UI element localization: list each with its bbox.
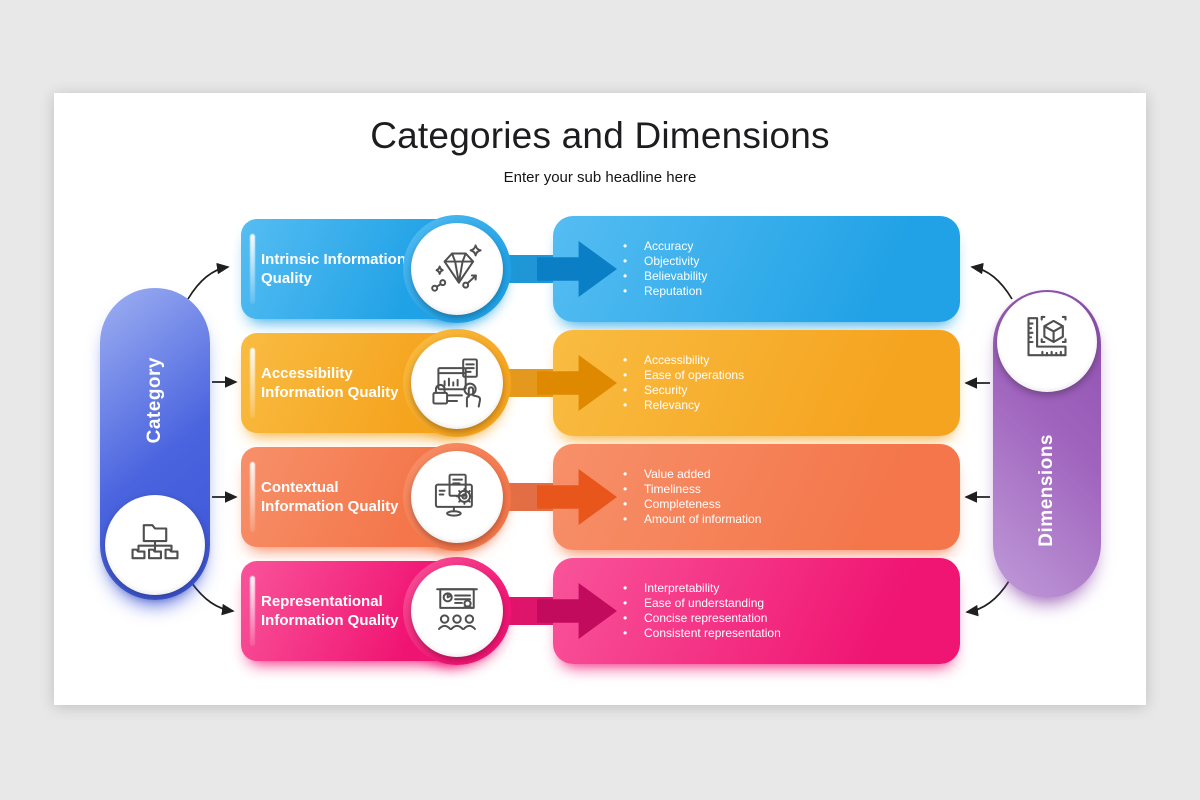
block-arrow-icon — [537, 241, 617, 297]
monitor-gear-icon — [411, 451, 503, 543]
row-contextual: Contextual Information Quality Value add… — [54, 443, 1146, 551]
row-accessibility: Accessibility Information Quality Access… — [54, 329, 1146, 437]
secure-access-icon — [411, 337, 503, 429]
presentation-audience-icon — [411, 565, 503, 657]
block-arrow-icon — [537, 469, 617, 525]
category-label: Representational — [261, 593, 383, 610]
row-representational: Representational Information Quality Int… — [54, 557, 1146, 665]
slide-canvas: Categories and Dimensions Enter your sub… — [54, 93, 1146, 705]
list-item: Relevancy — [623, 398, 744, 413]
list-item: Security — [623, 383, 744, 398]
list-item: Accessibility — [623, 353, 744, 368]
category-label: Accessibility — [261, 365, 353, 382]
bullet-list: Accuracy Objectivity Believability Reput… — [623, 239, 707, 299]
category-side-pill: Category — [100, 288, 210, 600]
category-label-line2: Information Quality — [261, 384, 399, 401]
list-item: Completeness — [623, 497, 761, 512]
category-label-line2: Quality — [261, 270, 312, 287]
list-item: Value added — [623, 467, 761, 482]
list-item: Ease of operations — [623, 368, 744, 383]
bullet-list: Accessibility Ease of operations Securit… — [623, 353, 744, 413]
list-item: Reputation — [623, 284, 707, 299]
list-item: Believability — [623, 269, 707, 284]
list-item: Timeliness — [623, 482, 761, 497]
list-item: Amount of information — [623, 512, 761, 527]
list-item: Accuracy — [623, 239, 707, 254]
row-intrinsic: Intrinsic Information Quality Accuracy O… — [54, 215, 1146, 323]
category-label-line2: Information Quality — [261, 498, 399, 515]
dimension-box: Value added Timeliness Completeness Amou… — [537, 444, 960, 550]
bullet-list: Value added Timeliness Completeness Amou… — [623, 467, 761, 527]
folder-hierarchy-icon — [105, 495, 205, 595]
page-subtitle: Enter your sub headline here — [503, 169, 697, 186]
bullet-list: Interpretability Ease of understanding C… — [623, 581, 781, 641]
category-label-line2: Information Quality — [261, 612, 399, 629]
list-item: Ease of understanding — [623, 596, 781, 611]
dimension-box: Accessibility Ease of operations Securit… — [537, 330, 960, 436]
dimension-box: Accuracy Objectivity Believability Reput… — [537, 216, 960, 322]
category-pill-label: Category — [144, 356, 165, 444]
list-item: Interpretability — [623, 581, 781, 596]
list-item: Objectivity — [623, 254, 707, 269]
block-arrow-icon — [537, 355, 617, 411]
page-title: Categories and Dimensions — [370, 115, 830, 156]
dimensions-side-pill: Dimensions — [993, 290, 1101, 598]
list-item: Concise representation — [623, 611, 781, 626]
dimensions-pill-label: Dimensions — [1036, 433, 1057, 547]
dimension-box: Interpretability Ease of understanding C… — [537, 558, 960, 664]
ruler-cube-icon — [997, 292, 1097, 392]
category-label: Contextual — [261, 479, 339, 496]
gem-icon — [411, 223, 503, 315]
block-arrow-icon — [537, 583, 617, 639]
list-item: Consistent representation — [623, 626, 781, 641]
category-label: Intrinsic Information — [261, 251, 407, 268]
